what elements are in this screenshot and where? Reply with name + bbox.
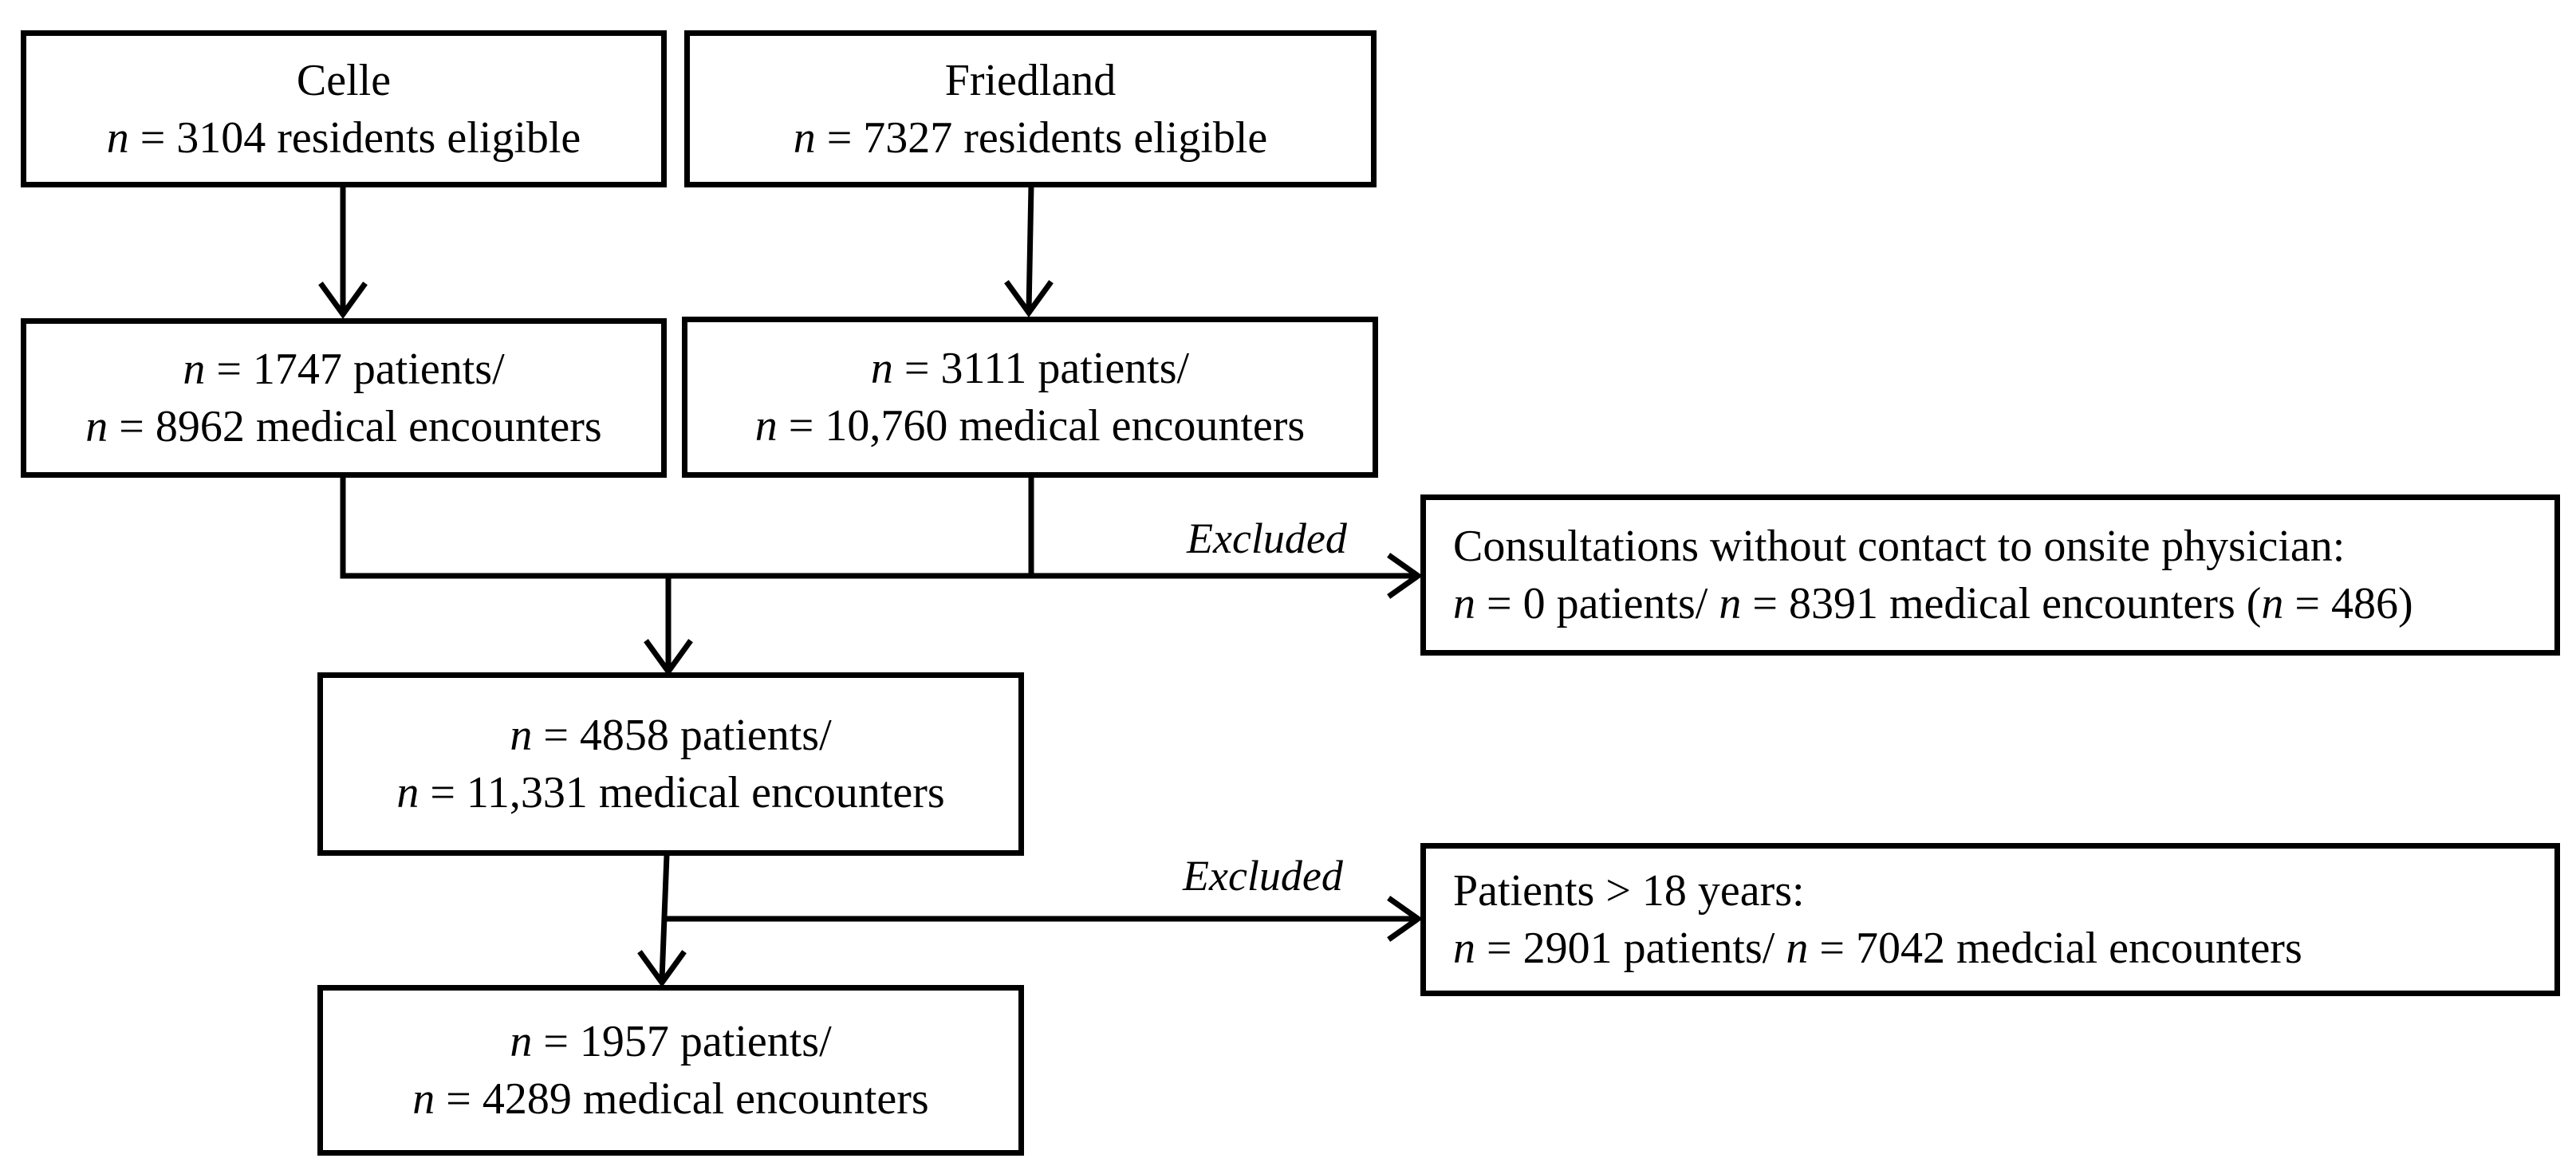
exclusion1-box: Consultations without contact to onsite … [1420,494,2560,656]
friedland-box: Friedland n = 7327 residents eligible [684,30,1377,187]
combined-box: n = 4858 patients/ n = 11,331 medical en… [317,672,1024,856]
celle-title: Celle [296,55,392,105]
celle-patients-n: 1747 [252,345,342,394]
friedland-patients-n: 3111 [940,344,1027,393]
celle-encounters-n: 8962 [155,402,245,451]
exclusion2-patients-text: patients/ [1623,924,1775,973]
excluded-label-1: Excluded [1187,514,1347,562]
friedland-patients-box: n = 3111 patients/ n = 10,760 medical en… [682,317,1378,478]
friedland-encounters-text: medical encounters [959,401,1306,451]
celle-encounters-line: n = 8962 medical encounters [85,402,602,451]
final-encounters-n: 4289 [482,1074,572,1124]
n-symbol: n [1786,924,1809,973]
final-patients-text: patients/ [679,1017,832,1066]
arrowhead-merge [644,639,693,676]
n-symbol: n [106,112,129,163]
n-symbol: n [510,1017,533,1066]
celle-patients-box: n = 1747 patients/ n = 8962 medical enco… [21,318,667,478]
exclusion2-patients-n: 2901 [1522,924,1613,973]
exclusion2-encounters-n: 7042 [1855,924,1945,973]
friedland-encounters-line: n = 10,760 medical encounters [754,401,1306,451]
exclusion2-title: Patients > 18 years: [1453,866,1805,916]
arrow-friedland-down [1026,182,1034,314]
exclusion2-counts: n = 2901 patients/ n = 7042 medcial enco… [1453,924,2302,973]
exclusion2-encounters-text: medcial encounters [1956,924,2302,973]
celle-eligible: n = 3104 residents eligible [106,112,581,163]
n-symbol: n [2261,579,2284,628]
celle-n-value: 3104 [176,112,266,163]
arrowhead-exclusion1 [1387,553,1424,599]
exclusion2-box: Patients > 18 years: n = 2901 patients/ … [1420,843,2560,996]
combined-encounters-n: 11,331 [466,768,588,817]
final-encounters-text: medical encounters [582,1074,929,1124]
celle-eligible-text: residents eligible [277,112,581,163]
exclusion1-paren-close: ) [2398,579,2413,628]
n-symbol: n [412,1074,435,1124]
exclusion1-patients-n: 0 [1522,579,1546,628]
friedland-patients-line: n = 3111 patients/ [870,344,1190,393]
combined-encounters-text: medical encounters [598,768,945,817]
n-symbol: n [510,711,533,760]
celle-encounters-text: medical encounters [255,402,602,451]
n-symbol: n [1453,924,1475,973]
celle-patients-line: n = 1747 patients/ [183,345,505,394]
n-symbol: n [1719,579,1742,628]
n-symbol: n [85,402,108,451]
n-symbol: n [1453,579,1475,628]
combined-encounters-line: n = 11,331 medical encounters [396,768,945,817]
arrowhead-celle [318,282,368,319]
exclusion1-paren-n: 486 [2331,579,2398,628]
final-patients-n: 1957 [579,1017,669,1066]
arrowhead-friedland [1004,280,1054,317]
exclusion1-counts: n = 0 patients/ n = 8391 medical encount… [1453,579,2413,628]
final-patients-line: n = 1957 patients/ [510,1017,832,1066]
final-encounters-line: n = 4289 medical encounters [412,1074,929,1124]
n-symbol: n [183,345,206,394]
exclusion1-patients-text: patients/ [1556,579,1708,628]
exclusion1-encounters-text: medical encounters ( [1889,579,2262,628]
friedland-n-value: 7327 [863,112,953,163]
n-symbol: n [793,112,816,163]
final-box: n = 1957 patients/ n = 4289 medical enco… [317,985,1024,1156]
combined-patients-text: patients/ [679,711,832,760]
friedland-eligible-text: residents eligible [963,112,1268,163]
combined-patients-n: 4858 [579,711,669,760]
exclusion1-title: Consultations without contact to onsite … [1453,522,2346,571]
exclusion1-encounters-n: 8391 [1788,579,1878,628]
arrowhead-exclusion2 [1387,896,1424,942]
excluded-label-2: Excluded [1183,852,1343,900]
friedland-title: Friedland [944,55,1117,105]
friedland-eligible: n = 7327 residents eligible [793,112,1268,163]
n-symbol: n [870,344,893,393]
celle-box: Celle n = 3104 residents eligible [21,30,667,187]
n-symbol: n [396,768,419,817]
friedland-encounters-n: 10,760 [825,401,948,451]
friedland-patients-text: patients/ [1038,344,1190,393]
n-symbol: n [754,401,778,451]
arrowhead-combined [637,950,687,987]
celle-patients-text: patients/ [353,345,505,394]
combined-patients-line: n = 4858 patients/ [510,711,832,760]
